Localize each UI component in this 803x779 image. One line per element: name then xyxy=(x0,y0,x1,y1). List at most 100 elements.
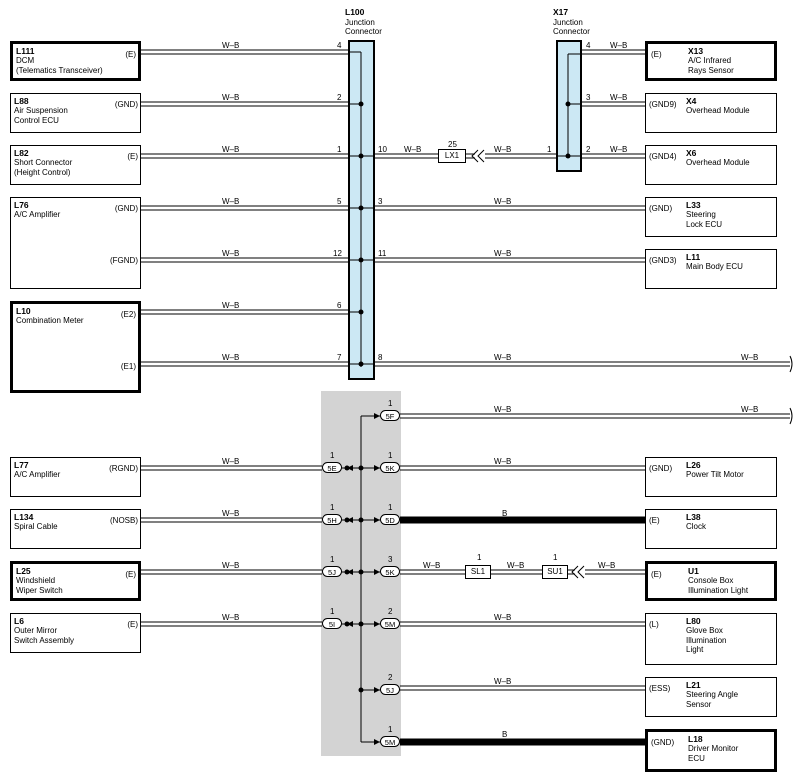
component-name: Outer Mirror Switch Assembly xyxy=(14,626,75,645)
wire-color-label: W–B xyxy=(494,145,512,154)
pin-number: 7 xyxy=(337,353,342,362)
component-code: L88 xyxy=(14,96,29,106)
l100-name: Junction Connector xyxy=(345,17,382,37)
component-code: X4 xyxy=(686,96,697,106)
component-code: L26 xyxy=(686,460,701,470)
component-l80: (L) L80 Glove Box Illumination Light xyxy=(645,613,777,665)
wire-color-label: W–B xyxy=(610,145,628,154)
pin-number: 4 xyxy=(586,41,591,50)
wire-color-label: W–B xyxy=(222,197,240,206)
wire-color-label: W–B xyxy=(222,613,240,622)
connector-pill: 5I xyxy=(322,618,342,629)
pin-number: 11 xyxy=(378,249,387,258)
pin-number: 12 xyxy=(333,249,342,258)
pin-number: 1 xyxy=(388,725,393,734)
su1-connector: SU1 xyxy=(542,565,568,579)
pin-number: 1 xyxy=(337,145,342,154)
terminal-label: (E) xyxy=(125,50,136,59)
pin-number: 1 xyxy=(388,503,393,512)
wire-color-label: W–B xyxy=(423,561,441,570)
component-l21: (ESS) L21 Steering Angle Sensor xyxy=(645,677,777,717)
wire-color-label: W–B xyxy=(222,301,240,310)
component-code: L21 xyxy=(686,680,701,690)
component-x4: (GND9) X4 Overhead Module xyxy=(645,93,777,133)
terminal-label: (L) xyxy=(649,620,659,629)
component-code: L77 xyxy=(14,460,29,470)
x17-code: X17 xyxy=(553,7,569,17)
wire-color-label: W–B xyxy=(494,249,512,258)
component-l18: (GND) L18 Driver Monitor ECU xyxy=(645,729,777,772)
connector-pill: 5M xyxy=(380,736,400,747)
terminal-label: (GND) xyxy=(649,464,673,473)
wire-color-label: B xyxy=(502,730,508,739)
wire-color-label: W–B xyxy=(222,145,240,154)
component-code: L38 xyxy=(686,512,701,522)
component-name: Windshield Wiper Switch xyxy=(16,576,63,595)
pin-number: 1 xyxy=(553,553,558,562)
pin-number: 1 xyxy=(330,555,335,564)
connector-pill: 5K xyxy=(380,566,400,577)
wire-color-label: W–B xyxy=(494,613,512,622)
component-code: L111 xyxy=(16,46,35,56)
pin-number: 1 xyxy=(547,145,552,154)
terminal-label: (RGND) xyxy=(109,464,138,473)
wire-color-label: W–B xyxy=(222,509,240,518)
connector-pill: 5E xyxy=(322,462,342,473)
component-name: A/C Amplifier xyxy=(14,470,61,479)
component-code: L76 xyxy=(14,200,29,210)
terminal-label: (E) xyxy=(649,516,660,525)
pin-number: 8 xyxy=(378,353,383,362)
terminal-label: (E) xyxy=(651,50,662,59)
wire-color-label: W–B xyxy=(610,93,628,102)
wire-color-label: W–B xyxy=(404,145,422,154)
component-u1: (E) U1 Console Box Illumination Light xyxy=(645,561,777,601)
terminal-label: (ESS) xyxy=(649,684,671,693)
terminal-label: (NOSB) xyxy=(110,516,138,525)
connector-pill: 5K xyxy=(380,462,400,473)
component-l76: L76 A/C Amplifier (GND) (FGND) xyxy=(10,197,141,289)
terminal-label: (GND) xyxy=(114,100,138,109)
component-l33: (GND) L33 Steering Lock ECU xyxy=(645,197,777,237)
component-name: Main Body ECU xyxy=(686,262,743,271)
pin-number: 3 xyxy=(586,93,591,102)
component-name: Air Suspension Control ECU xyxy=(14,106,68,125)
pin-number: 2 xyxy=(586,145,591,154)
component-code: L33 xyxy=(686,200,701,210)
wire-color-label: W–B xyxy=(494,197,512,206)
component-code: L80 xyxy=(686,616,701,626)
component-name: DCM (Telematics Transceiver) xyxy=(16,56,103,75)
terminal-label: (FGND) xyxy=(110,256,138,265)
component-name: Overhead Module xyxy=(686,158,750,167)
component-l77: L77 A/C Amplifier (RGND) xyxy=(10,457,141,497)
connector-pill: 5H xyxy=(322,514,342,525)
connector-pill: 5M xyxy=(380,618,400,629)
pin-number: 2 xyxy=(337,93,342,102)
component-code: L18 xyxy=(688,734,703,744)
component-name: Clock xyxy=(686,522,707,531)
terminal-label: (E) xyxy=(127,152,138,161)
component-name: Steering Lock ECU xyxy=(686,210,723,229)
terminal-label: (E) xyxy=(125,570,136,579)
component-code: L6 xyxy=(14,616,24,626)
component-name: Glove Box Illumination Light xyxy=(686,626,727,654)
terminal-label: (GND3) xyxy=(649,256,677,265)
pin-number: 1 xyxy=(330,503,335,512)
pin-number: 1 xyxy=(388,399,393,408)
component-name: Driver Monitor ECU xyxy=(688,744,739,763)
wire-color-label: W–B xyxy=(494,457,512,466)
connector-pill: 5D xyxy=(380,514,400,525)
wire-color-label: W–B xyxy=(494,405,512,414)
wire-color-label: W–B xyxy=(507,561,525,570)
component-code: X13 xyxy=(688,46,704,56)
component-code: U1 xyxy=(688,566,699,576)
component-name: A/C Amplifier xyxy=(14,210,61,219)
connector-pill: 5J xyxy=(380,684,400,695)
component-l134: L134 Spiral Cable (NOSB) xyxy=(10,509,141,549)
component-x13: (E) X13 A/C Infrared Rays Sensor xyxy=(645,41,777,81)
component-name: Console Box Illumination Light xyxy=(688,576,749,595)
wire-color-label: W–B xyxy=(222,457,240,466)
component-l82: L82 Short Connector (Height Control) (E) xyxy=(10,145,141,185)
pin-number: 3 xyxy=(378,197,383,206)
